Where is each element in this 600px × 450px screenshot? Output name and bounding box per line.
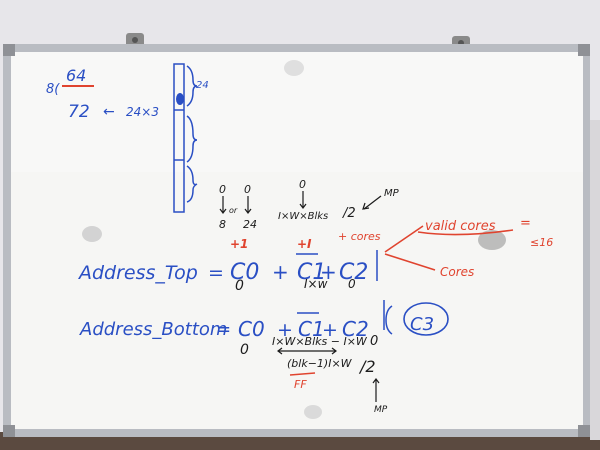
column-label-24: 24	[196, 80, 209, 91]
c0-top: C0	[230, 260, 259, 285]
c3-circled: C3	[410, 314, 434, 335]
equation-bottom-below: 0 I×W×Blks − I×W 0 (blk−1)I×W /2 MP	[240, 334, 388, 415]
plus-bottom-2: +	[322, 319, 338, 341]
bottom-bracket	[385, 305, 393, 335]
red-notes: +1 +I + cores valid cores = Cores FF	[230, 216, 531, 391]
red-strokes	[289, 225, 514, 376]
c1-bottom: C1	[298, 317, 325, 341]
ff-label: FF	[294, 378, 307, 391]
le16-label: ≤16	[530, 236, 553, 249]
valid-cores: valid cores	[425, 219, 496, 234]
c3-circle	[403, 302, 449, 336]
corner-bracket-br	[578, 425, 590, 437]
corner-bracket-bl	[3, 425, 15, 437]
zero-c: 0	[299, 178, 306, 191]
paren-8: 8(	[46, 82, 60, 97]
plus-bottom-1: +	[277, 319, 293, 341]
equation-top-below: 0 I×w 0	[235, 277, 356, 294]
corner-bracket-tl	[3, 44, 15, 56]
expr2: (blk−1)I×W	[287, 357, 353, 370]
black-notes: 0 0 0 8 or 24 I×W×Blks /2 MP	[219, 178, 400, 231]
wall-right-strip	[590, 120, 600, 440]
smudge-4	[478, 230, 506, 250]
zero-b: 0	[244, 183, 251, 196]
address-bottom-label: Address_Bottom	[79, 319, 227, 340]
calc-24x3: 24×3	[126, 105, 159, 119]
half-2: /2	[342, 206, 356, 221]
equation-top: Address_Top = C0 + C1 + C2	[77, 260, 368, 285]
ixw-blks: I×W×Blks	[278, 211, 328, 222]
plus-top-2: +	[320, 260, 337, 284]
hook-left-icon	[126, 33, 144, 47]
cores-label: Cores	[440, 265, 474, 279]
val-24: 24	[243, 218, 257, 231]
c1-top-below: I×w	[304, 277, 328, 291]
val-or: or	[229, 206, 238, 215]
num-64: 64	[66, 66, 86, 85]
c2-top-below: 0	[348, 277, 356, 291]
down-arrows	[219, 191, 382, 214]
plus-1: +1	[230, 237, 248, 251]
memory-column	[173, 63, 198, 213]
arrow-left: ←	[103, 104, 115, 120]
expr2-div: /2	[358, 357, 376, 376]
corner-bracket-tr	[578, 44, 590, 56]
smudge-1	[284, 60, 304, 76]
column-dot	[176, 93, 184, 105]
c0-top-below: 0	[235, 278, 244, 294]
c1-top: C1	[297, 260, 326, 285]
sub-zero: 0	[370, 334, 378, 349]
top-left-notes: 8( 64 72 ← 24×3	[46, 66, 159, 122]
address-top-label: Address_Top	[77, 262, 198, 284]
valid-eq: =	[520, 216, 531, 231]
num-72: 72	[68, 102, 90, 122]
c2-bottom: C2	[342, 317, 369, 341]
smudge-3	[304, 405, 322, 419]
zero-a: 0	[219, 183, 226, 196]
val-8: 8	[219, 218, 226, 231]
plus-top-1: +	[272, 260, 289, 284]
sub-expr: I×W×Blks − I×W	[272, 335, 368, 348]
mp-label: MP	[384, 188, 400, 199]
equation-bottom: Address_Bottom = C0 + C1 + C2 C3	[79, 314, 434, 341]
c0-bottom: C0	[238, 317, 265, 341]
eq-top-sign: =	[208, 262, 224, 284]
c0-bottom-below: 0	[240, 342, 249, 358]
eq-bottom-sign: =	[216, 319, 231, 340]
mp-bottom: MP	[374, 405, 388, 415]
plus-cores: + cores	[338, 230, 381, 243]
plus-i: +I	[297, 237, 312, 251]
smudge-2	[82, 226, 102, 242]
c2-top: C2	[339, 260, 368, 285]
bottom-arrows	[277, 347, 380, 402]
